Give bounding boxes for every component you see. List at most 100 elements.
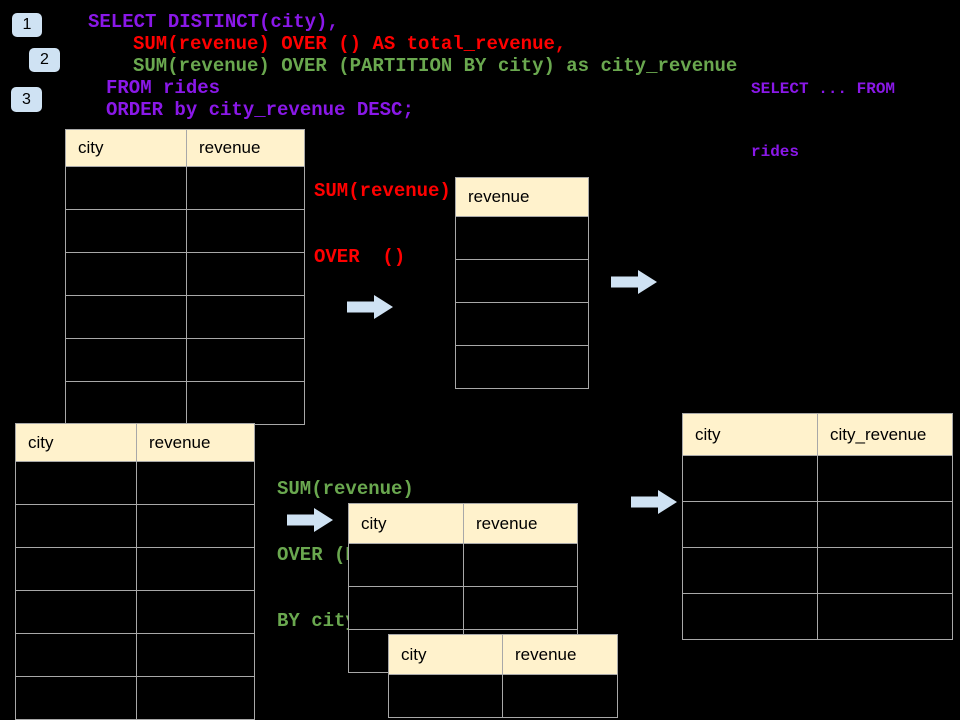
table-total-revenue-result: revenue: [455, 177, 589, 389]
empty-cell: [136, 633, 255, 677]
table-partition-overlay: city revenue: [388, 634, 618, 718]
table-row: [15, 504, 255, 548]
header-row: city revenue: [388, 634, 618, 675]
table-row: [15, 547, 255, 591]
side-note-line: rides: [751, 143, 800, 161]
empty-cell: [682, 593, 818, 640]
header-row: city revenue: [65, 129, 305, 167]
sql-line-from: FROM rides: [106, 77, 221, 99]
annotation-line: SUM(revenue): [314, 180, 451, 202]
empty-cell: [15, 504, 137, 548]
table-row: [388, 674, 618, 718]
column-header-revenue: revenue: [463, 503, 578, 544]
right-arrow-icon: [631, 490, 677, 514]
right-arrow-icon: [347, 295, 393, 319]
empty-cell: [136, 547, 255, 591]
empty-cell: [186, 166, 305, 210]
sql-line-select: SELECT DISTINCT(city),: [88, 11, 339, 33]
empty-cell: [682, 547, 818, 594]
step-badge-1: 1: [12, 13, 42, 37]
sql-line-partition: SUM(revenue) OVER (PARTITION BY city) as…: [133, 55, 738, 77]
empty-cell: [817, 455, 953, 502]
table-row: [682, 455, 953, 502]
table-row: [455, 259, 589, 303]
empty-cell: [65, 295, 187, 339]
empty-cell: [817, 547, 953, 594]
table-row: [65, 166, 305, 210]
table-source-bottom: city revenue: [15, 423, 255, 720]
empty-cell: [65, 209, 187, 253]
column-header-revenue: revenue: [186, 129, 305, 167]
table-row: [65, 209, 305, 253]
annotation-line: SUM(revenue): [277, 478, 414, 500]
empty-cell: [463, 586, 578, 630]
table-row: [682, 501, 953, 548]
table-row: [65, 295, 305, 339]
empty-cell: [65, 166, 187, 210]
empty-cell: [463, 543, 578, 587]
empty-cell: [186, 381, 305, 425]
table-row: [455, 216, 589, 260]
empty-cell: [136, 676, 255, 720]
table-row: [65, 338, 305, 382]
column-header-city-revenue: city_revenue: [817, 413, 953, 456]
column-header-city: city: [682, 413, 818, 456]
empty-cell: [682, 455, 818, 502]
right-arrow-icon: [611, 270, 657, 294]
table-row: [15, 676, 255, 720]
empty-cell: [186, 209, 305, 253]
empty-cell: [817, 593, 953, 640]
empty-cell: [15, 547, 137, 591]
column-header-revenue: revenue: [136, 423, 255, 462]
sql-line-order-by: ORDER by city_revenue DESC;: [106, 99, 414, 121]
column-header-revenue: revenue: [455, 177, 589, 217]
header-row: city revenue: [15, 423, 255, 462]
column-header-city: city: [15, 423, 137, 462]
empty-cell: [15, 633, 137, 677]
empty-cell: [682, 501, 818, 548]
table-row: [15, 633, 255, 677]
step-badge-2: 2: [29, 48, 60, 72]
empty-cell: [15, 461, 137, 505]
empty-cell: [502, 674, 618, 718]
sql-line-total-revenue: SUM(revenue) OVER () AS total_revenue,: [133, 33, 567, 55]
empty-cell: [455, 259, 589, 303]
empty-cell: [455, 216, 589, 260]
table-row: [15, 590, 255, 634]
empty-cell: [136, 461, 255, 505]
empty-cell: [186, 295, 305, 339]
empty-cell: [65, 252, 187, 296]
table-row: [455, 302, 589, 346]
annotation-line: OVER (): [314, 246, 406, 268]
column-header-city: city: [388, 634, 503, 675]
table-row: [348, 543, 578, 587]
right-arrow-icon: [287, 508, 333, 532]
empty-cell: [817, 501, 953, 548]
header-row: revenue: [455, 177, 589, 217]
side-note-select-from-rides: SELECT ... FROM rides: [751, 37, 895, 184]
empty-cell: [388, 674, 503, 718]
empty-cell: [65, 338, 187, 382]
table-row: [65, 381, 305, 425]
empty-cell: [15, 590, 137, 634]
column-header-revenue: revenue: [502, 634, 618, 675]
empty-cell: [136, 504, 255, 548]
table-row: [682, 547, 953, 594]
empty-cell: [15, 676, 137, 720]
table-row: [348, 586, 578, 630]
empty-cell: [65, 381, 187, 425]
empty-cell: [455, 345, 589, 389]
empty-cell: [186, 252, 305, 296]
table-row: [455, 345, 589, 389]
header-row: city city_revenue: [682, 413, 953, 456]
header-row: city revenue: [348, 503, 578, 544]
annotation-total-revenue: SUM(revenue) OVER (): [314, 136, 451, 290]
column-header-city: city: [348, 503, 464, 544]
empty-cell: [348, 586, 464, 630]
table-source-top: city revenue: [65, 129, 305, 425]
table-row: [682, 593, 953, 640]
column-header-city: city: [65, 129, 187, 167]
empty-cell: [186, 338, 305, 382]
empty-cell: [455, 302, 589, 346]
table-city-revenue-result: city city_revenue: [682, 413, 953, 640]
